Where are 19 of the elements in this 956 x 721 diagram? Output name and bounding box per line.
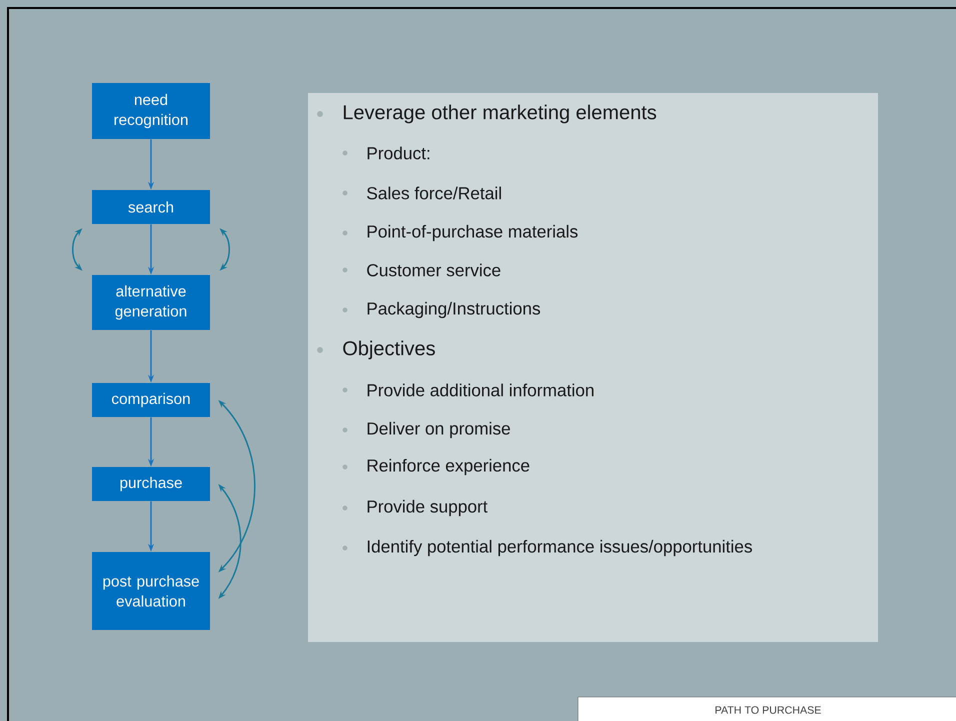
process-box: comparison (92, 383, 210, 417)
bullet-text: Objectives (343, 340, 435, 360)
footer-tab: PATH TO PURCHASE (578, 696, 956, 721)
bullet-text: Packaging/Instructions (368, 302, 540, 318)
process-box: need recognition (92, 83, 210, 139)
bullet-text: Identify potential performance issues/opportunities (368, 540, 752, 556)
bullet-text: Provide additional information (368, 384, 594, 396)
bullet-text: Reinforce experience (368, 458, 530, 476)
bullet-text: Point-of-purchase materials (368, 224, 578, 242)
process-box: search (92, 190, 210, 224)
process-box: purchase (92, 467, 210, 501)
bullet-text: Product: (368, 146, 430, 160)
process-box: post purchase evaluation (92, 552, 210, 630)
bullet-text: Provide support (368, 500, 488, 516)
process-box: alternative generation (92, 275, 210, 330)
bullet-text: Customer service (367, 264, 500, 276)
bullet-text: Sales force/Retail (367, 186, 501, 200)
bullet-text: Leverage other marketing elements (344, 104, 656, 124)
bullet-text: Deliver on promise (368, 422, 510, 438)
